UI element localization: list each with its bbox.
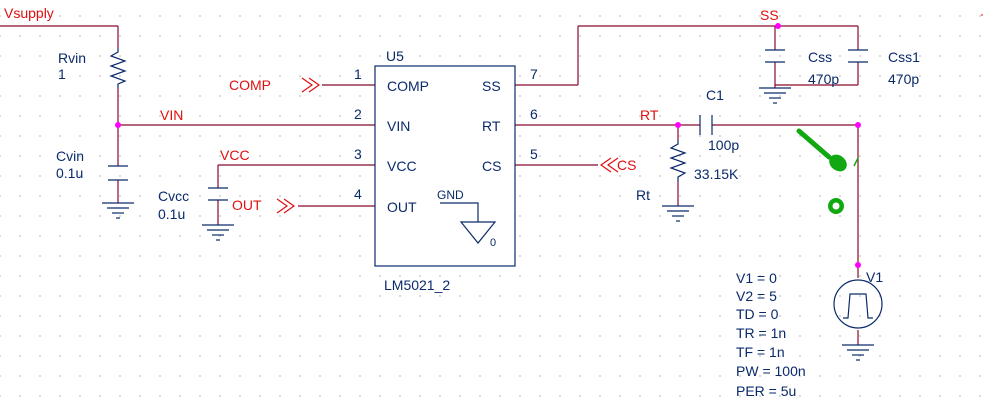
- css1-ref: Css1: [888, 49, 920, 65]
- pulse-waveform-icon: [843, 293, 873, 319]
- pin-num-vin: 2: [354, 106, 362, 122]
- out-arrow-icon: [276, 198, 296, 214]
- voltage-probe[interactable]: [796, 128, 859, 174]
- rvin-value: 1: [58, 66, 66, 82]
- pin-name-rt: RT: [482, 118, 501, 134]
- v1-param: PER = 5u: [736, 383, 796, 399]
- pin-num-comp: 1: [354, 66, 362, 82]
- cvcc-value: 0.1u: [158, 206, 185, 222]
- wires: [0, 25, 859, 345]
- ground-icon: [102, 202, 134, 219]
- v1-param: TR = 1n: [736, 325, 786, 341]
- v1-param: V2 = 5: [736, 288, 777, 304]
- cs-arrow-icon: [599, 157, 619, 173]
- rt-resistor[interactable]: Rt 33.15K: [636, 140, 739, 222]
- net-label-vcc[interactable]: VCC: [220, 147, 250, 163]
- pin-num-cs: 5: [530, 146, 538, 162]
- junction-vin: [115, 122, 121, 128]
- junction-v1: [855, 262, 861, 268]
- css1-capacitor[interactable]: Css1 470p: [848, 49, 920, 87]
- net-label-out[interactable]: OUT: [232, 197, 262, 213]
- pin-name-gnd: GND: [437, 188, 464, 202]
- u5-ref: U5: [386, 48, 404, 64]
- net-label-rt[interactable]: RT: [640, 107, 659, 123]
- u5-body[interactable]: [374, 65, 516, 267]
- net-label-ss[interactable]: SS: [760, 7, 779, 23]
- css1-value: 470p: [888, 71, 919, 87]
- ground-icon: [842, 344, 874, 361]
- v1-param: V1 = 0: [736, 270, 777, 286]
- pin-num-rt: 6: [530, 106, 538, 122]
- probe-tick-icon: [853, 157, 859, 167]
- rt-value: 33.15K: [694, 166, 739, 182]
- v1-ref: V1: [866, 269, 883, 285]
- cvcc-capacitor[interactable]: Cvcc 0.1u: [158, 187, 234, 241]
- u5-chip[interactable]: U5 LM5021_2 1 2 3 4 COMP VIN VCC OUT 7 6…: [354, 48, 538, 293]
- cvin-value: 0.1u: [56, 165, 83, 181]
- comp-arrow-icon: [301, 77, 321, 93]
- v1-pulse-source[interactable]: V1 V1 = 0 V2 = 5 TD = 0 TR = 1n TF = 1n …: [736, 269, 883, 399]
- css-ref: Css: [808, 49, 832, 65]
- pin-name-out: OUT: [387, 199, 417, 215]
- junction-ss: [775, 23, 781, 29]
- pin-num-vcc: 3: [354, 146, 362, 162]
- probe-ring-center-icon: [832, 202, 840, 210]
- pin-name-comp: COMP: [387, 78, 429, 94]
- c1-value: 100p: [708, 137, 739, 153]
- resistor-zigzag-icon: [109, 48, 127, 88]
- pin-name-vin: VIN: [387, 118, 410, 134]
- rvin-ref: Rvin: [58, 50, 86, 66]
- u5-part: LM5021_2: [384, 277, 450, 293]
- ground-icon: [202, 224, 234, 241]
- probe-head-icon: [829, 154, 847, 172]
- v1-param: TF = 1n: [736, 344, 785, 360]
- v1-param: PW = 100n: [736, 363, 806, 379]
- v1-param: TD = 0: [736, 306, 779, 322]
- net-label-comp[interactable]: COMP: [229, 77, 271, 93]
- c1-capacitor[interactable]: C1 100p: [699, 87, 739, 153]
- junction-v1-top: [855, 122, 861, 128]
- pin-num-gnd: 0: [490, 237, 496, 249]
- pin-num-ss: 7: [530, 66, 538, 82]
- resistor-zigzag-icon: [669, 140, 687, 182]
- net-label-cs[interactable]: CS: [617, 157, 636, 173]
- pulse-source-circle-icon: [833, 279, 883, 329]
- pin-name-ss: SS: [482, 78, 501, 94]
- css-value: 470p: [808, 71, 839, 87]
- css-capacitor[interactable]: Css 470p: [759, 49, 839, 104]
- ground-icon: [662, 205, 694, 222]
- net-label-vsupply[interactable]: Vsupply: [4, 5, 54, 21]
- net-label-vin[interactable]: VIN: [160, 107, 183, 123]
- cvin-ref: Cvin: [56, 148, 84, 164]
- gnd-lead: [440, 202, 479, 222]
- rt-ref: Rt: [636, 187, 650, 203]
- ground-icon: [759, 87, 791, 104]
- pin-name-vcc: VCC: [387, 158, 417, 174]
- pin-num-out: 4: [354, 186, 362, 202]
- junction-rt: [675, 122, 681, 128]
- cvcc-ref: Cvcc: [158, 188, 189, 204]
- cvin-capacitor[interactable]: Cvin 0.1u: [56, 148, 134, 219]
- pin-name-cs: CS: [482, 158, 501, 174]
- c1-ref: C1: [706, 87, 724, 103]
- rvin-resistor[interactable]: Rvin 1: [58, 48, 127, 88]
- probe-marker[interactable]: [828, 198, 844, 214]
- gnd-triangle-icon: [459, 221, 497, 244]
- junctions: [115, 23, 861, 268]
- probe-pin-icon: [796, 128, 832, 160]
